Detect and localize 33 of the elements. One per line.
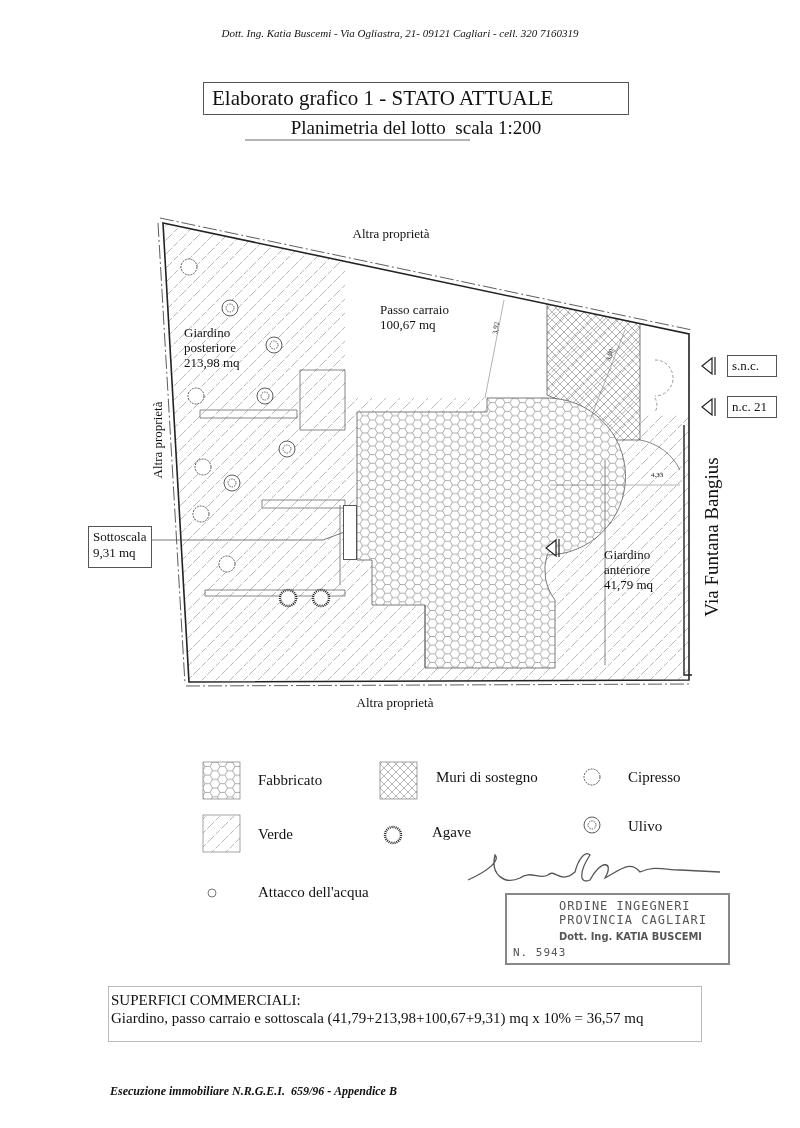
understairs-area xyxy=(343,505,357,560)
legend-text: Agave xyxy=(432,824,472,842)
legend-text: Verde xyxy=(258,826,293,844)
legend-text: Attacco dell'acqua xyxy=(258,884,369,902)
node-text: Giardino, passo carraio e sottoscala (41,79+213,98+100,67+9,31) mq x 10% = 36,57 mq xyxy=(111,1009,645,1027)
node-text: Sottoscala 9,31 mq xyxy=(93,529,147,561)
legend-text: Ulivo xyxy=(628,818,663,836)
leader-line xyxy=(151,532,344,541)
node-text: SUPERFICI COMMERCIALI: xyxy=(111,991,302,1009)
boundary-label: Altra proprietà xyxy=(356,695,434,711)
label-box xyxy=(727,355,777,377)
node-text: Elaborato grafico 1 - STATO ATTUALE xyxy=(212,86,555,112)
header-text: Dott. Ing. Katia Buscemi - Via Ogliastra, 21- 09121 Cagliari - cell. 320 7160319 xyxy=(221,26,579,40)
legend-text: Fabbricato xyxy=(258,772,323,790)
boundary-label: Altra proprietà xyxy=(150,401,166,479)
registration-number: N. 5943 xyxy=(513,945,567,959)
stamp-box xyxy=(505,893,730,965)
area-label: Giardino anteriore 41,79 mq xyxy=(604,548,655,593)
subtitle: Planimetria del lotto scala 1:200 xyxy=(290,117,542,139)
node-text: n.c. 21 xyxy=(732,399,769,415)
stamp-name: Dott. Ing. KATIA BUSCEMI xyxy=(559,929,703,943)
stamp-text: ORDINE INGEGNERI PROVINCIA CAGLIARI xyxy=(559,899,709,928)
label-box xyxy=(88,526,152,568)
summary-box xyxy=(108,986,702,1042)
footer-text: Esecuzione immobiliare N.R.G.E.I. 659/96 - Appendice B xyxy=(110,1085,397,1099)
street-name: Via Funtana Bangius xyxy=(701,457,723,617)
label-box xyxy=(727,396,777,418)
area-label: Giardino posteriore 213,98 mq xyxy=(184,326,241,371)
legend-text: Muri di sostegno xyxy=(436,769,538,787)
boundary-label: Altra proprietà xyxy=(352,226,430,242)
node-text: s.n.c. xyxy=(732,358,761,374)
area-label: Passo carraio 100,67 mq xyxy=(380,303,450,333)
legend-text: Cipresso xyxy=(628,769,681,787)
